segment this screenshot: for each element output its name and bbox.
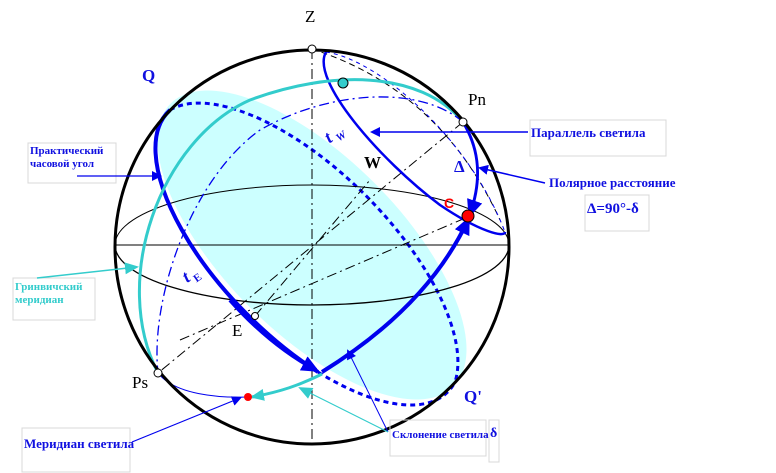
west-label: W	[364, 153, 381, 172]
zenith-label: Z	[305, 7, 315, 26]
star-parallel-label: Параллель светила	[531, 125, 646, 140]
star-meridian-label: Меридиан светила	[24, 436, 135, 451]
t-west-subscript: W	[334, 128, 350, 144]
star-parallel-back	[325, 51, 506, 233]
practical-hour-angle-label-2: часовой угол	[30, 158, 94, 170]
polar-distance-arrow	[478, 164, 546, 184]
zenith-point	[307, 44, 317, 54]
polar-distance-formula: Δ=90°-δ	[587, 201, 639, 217]
south-pole-label: Ps	[132, 373, 148, 392]
star-meridian	[461, 121, 483, 218]
practical-hour-angle-label-1: Практический	[30, 145, 104, 157]
greenwich-star-point	[337, 77, 349, 89]
t-east-subscript: E	[191, 271, 204, 285]
greenwich-meridian-arrow	[36, 262, 139, 279]
star-point	[461, 209, 475, 223]
t-east-label: t E	[178, 267, 204, 287]
declination-arrow-cyan	[298, 387, 389, 433]
equator-hour-angle-arrow	[228, 298, 320, 372]
equator-front-arc	[153, 108, 320, 374]
greenwich-meridian-label-2: меридиан	[15, 294, 64, 306]
declination-arrow-blue	[347, 349, 389, 433]
greenwich-meridian	[137, 78, 465, 374]
north-pole-label: Pn	[468, 90, 486, 109]
polar-distance-symbol: Δ	[454, 157, 465, 176]
star-meridian-arrow	[131, 396, 242, 443]
star-declination-label: Склонение светила	[392, 429, 489, 441]
star-label: C	[444, 195, 454, 211]
equator-q-label: Q	[142, 66, 155, 85]
greenwich-declination-arrow	[250, 372, 323, 401]
equator-front-arc-2	[317, 370, 457, 407]
south-pole-point	[153, 368, 163, 378]
polar-distance-label: Полярное расстояние	[549, 175, 676, 190]
east-point	[251, 312, 259, 320]
star-meridian-point	[244, 393, 252, 401]
north-pole-point	[458, 117, 468, 127]
east-label: E	[232, 321, 242, 340]
declination-arc	[320, 216, 470, 374]
greenwich-meridian-label-1: Гринвичский	[15, 281, 83, 293]
equator-q-prime-label: Q'	[464, 387, 482, 406]
meridian-dashdot	[156, 96, 464, 374]
declination-symbol: δ	[490, 426, 497, 441]
